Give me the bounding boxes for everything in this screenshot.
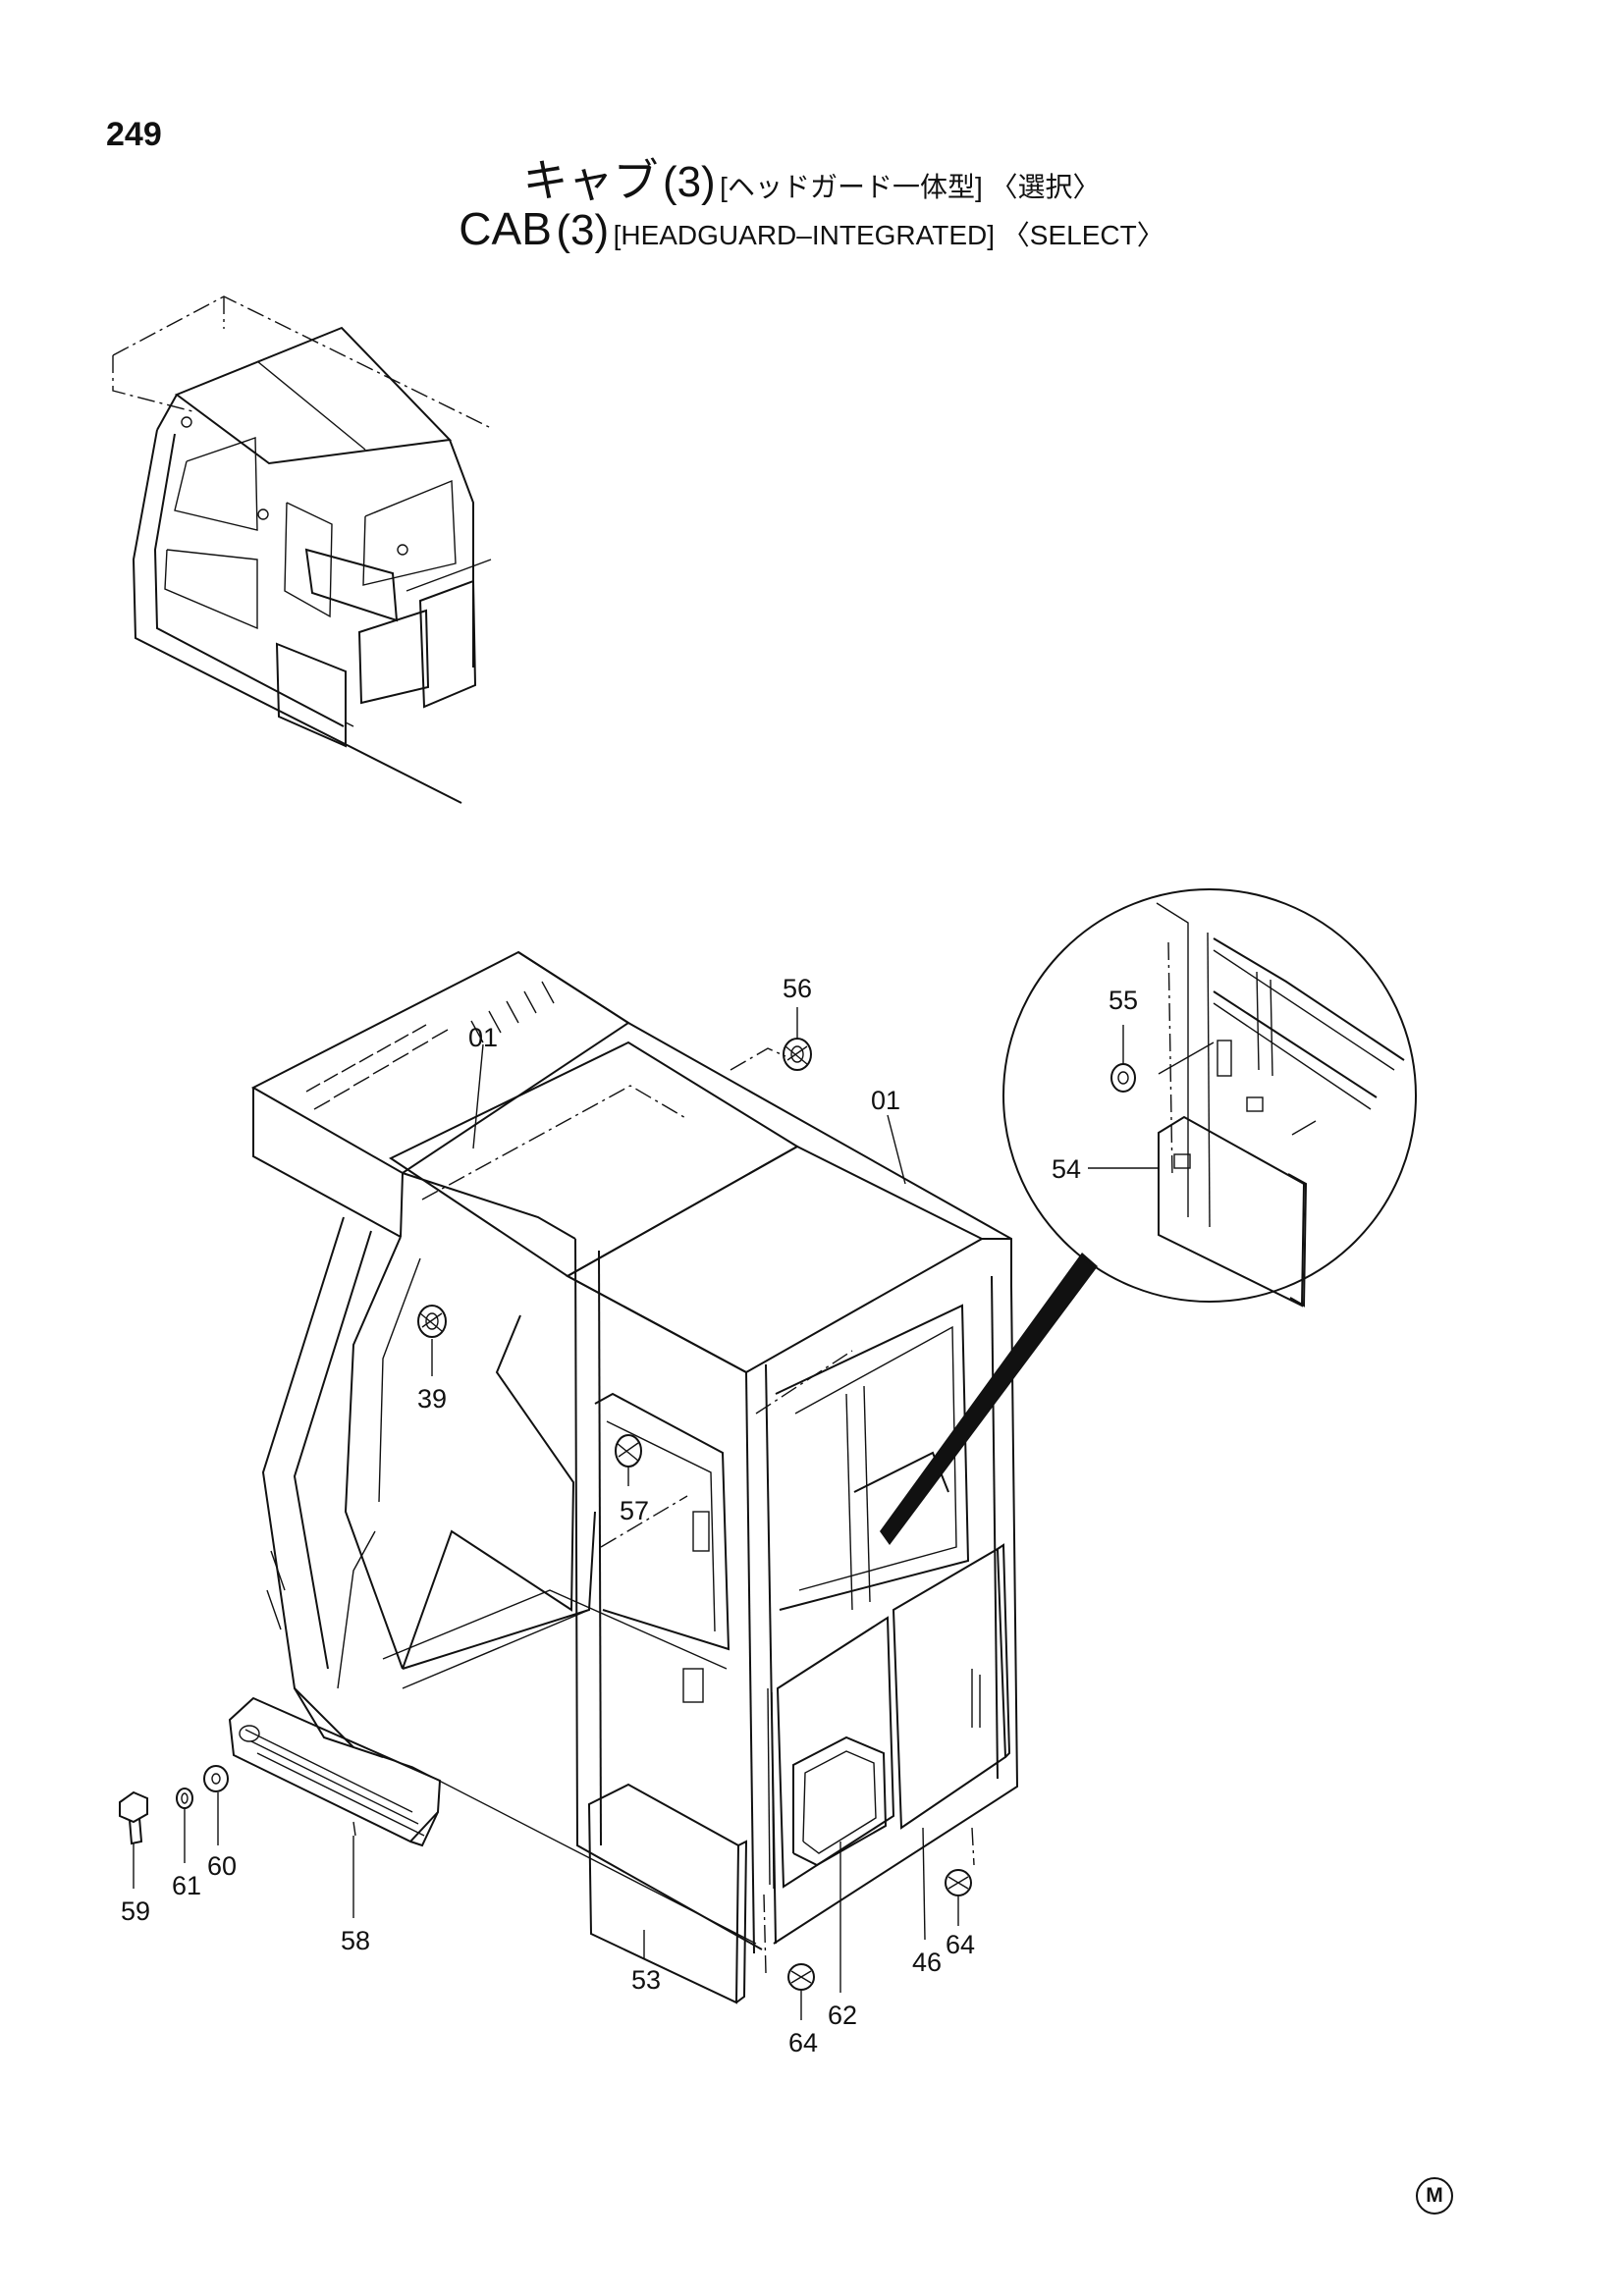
part-60-washer xyxy=(203,1765,229,1792)
overview-thumbnail xyxy=(112,295,492,804)
part-58-duct-cover xyxy=(228,1696,442,1847)
title-ja-main: キャブ xyxy=(522,155,659,206)
roof-vent-slots xyxy=(305,981,555,1110)
detail-pointer xyxy=(880,1253,1098,1545)
part-label: 39 xyxy=(417,1384,447,1414)
title-english: CAB (3) [HEADGUARD–INTEGRATED] 〈SELECT〉 xyxy=(0,202,1623,255)
overview-side-panel xyxy=(275,642,347,748)
left-rear-panel xyxy=(587,1783,740,2004)
detail-view xyxy=(1002,888,1417,1308)
overview-rear-panel-1 xyxy=(357,609,430,705)
part-label: 59 xyxy=(121,1896,150,1926)
part-39-grommet xyxy=(417,1305,447,1338)
part-label: 62 xyxy=(828,2001,857,2030)
part-label: 55 xyxy=(1109,986,1138,1015)
roof-panel-rear xyxy=(565,1145,985,1374)
part-55-grommet xyxy=(1110,1063,1136,1093)
part-labels: 56 01 01 55 54 39 57 59 61 60 58 53 64 6… xyxy=(121,974,1138,2057)
overview-inner-panel xyxy=(304,548,399,622)
part-61-spring-washer xyxy=(176,1788,193,1809)
title-en-number: (3) xyxy=(556,206,610,254)
part-label: 53 xyxy=(631,1965,661,1995)
title-en-main: CAB xyxy=(459,203,552,254)
part-64-grommet-right xyxy=(945,1869,972,1896)
part-label: 54 xyxy=(1052,1154,1081,1184)
part-label: 64 xyxy=(946,1930,975,1959)
detail-panel xyxy=(1158,1115,1306,1308)
title-ja-number: (3) xyxy=(662,158,716,206)
overview-roof-panel xyxy=(174,326,453,465)
footer-mark: M xyxy=(1416,2177,1453,2215)
roof-panel-front xyxy=(388,1041,799,1278)
cab-assembly xyxy=(250,950,1098,2004)
part-label: 61 xyxy=(172,1871,201,1900)
part-57-grommet xyxy=(615,1434,642,1468)
detail-circle xyxy=(1002,888,1417,1303)
part-56-grommet xyxy=(783,1038,812,1071)
part-label: 01 xyxy=(468,1023,498,1052)
part-59-bolt xyxy=(119,1790,148,1845)
part-label: 56 xyxy=(783,974,812,1003)
title-en-subtitle: [HEADGUARD–INTEGRATED] 〈SELECT〉 xyxy=(613,220,1164,250)
page-number: 249 xyxy=(106,116,162,153)
title-japanese: キャブ (3) [ヘッドガード一体型] 〈選択〉 xyxy=(0,145,1623,210)
overview-rear-panel-2 xyxy=(418,579,477,709)
part-label: 46 xyxy=(912,1948,942,1977)
rear-center-panel xyxy=(776,1616,895,1889)
title-ja-subtitle: [ヘッドガード一体型] 〈選択〉 xyxy=(720,172,1101,202)
part-label: 57 xyxy=(620,1496,649,1525)
leader-lines xyxy=(133,1007,1159,2020)
roof-left-slab xyxy=(250,950,630,1175)
part-64-grommet-bottom xyxy=(787,1963,815,1991)
part-label: 01 xyxy=(871,1086,900,1115)
rear-right-panel xyxy=(892,1547,1007,1830)
part-label: 64 xyxy=(788,2028,818,2057)
part-label: 60 xyxy=(207,1851,237,1881)
part-label: 58 xyxy=(341,1926,370,1955)
